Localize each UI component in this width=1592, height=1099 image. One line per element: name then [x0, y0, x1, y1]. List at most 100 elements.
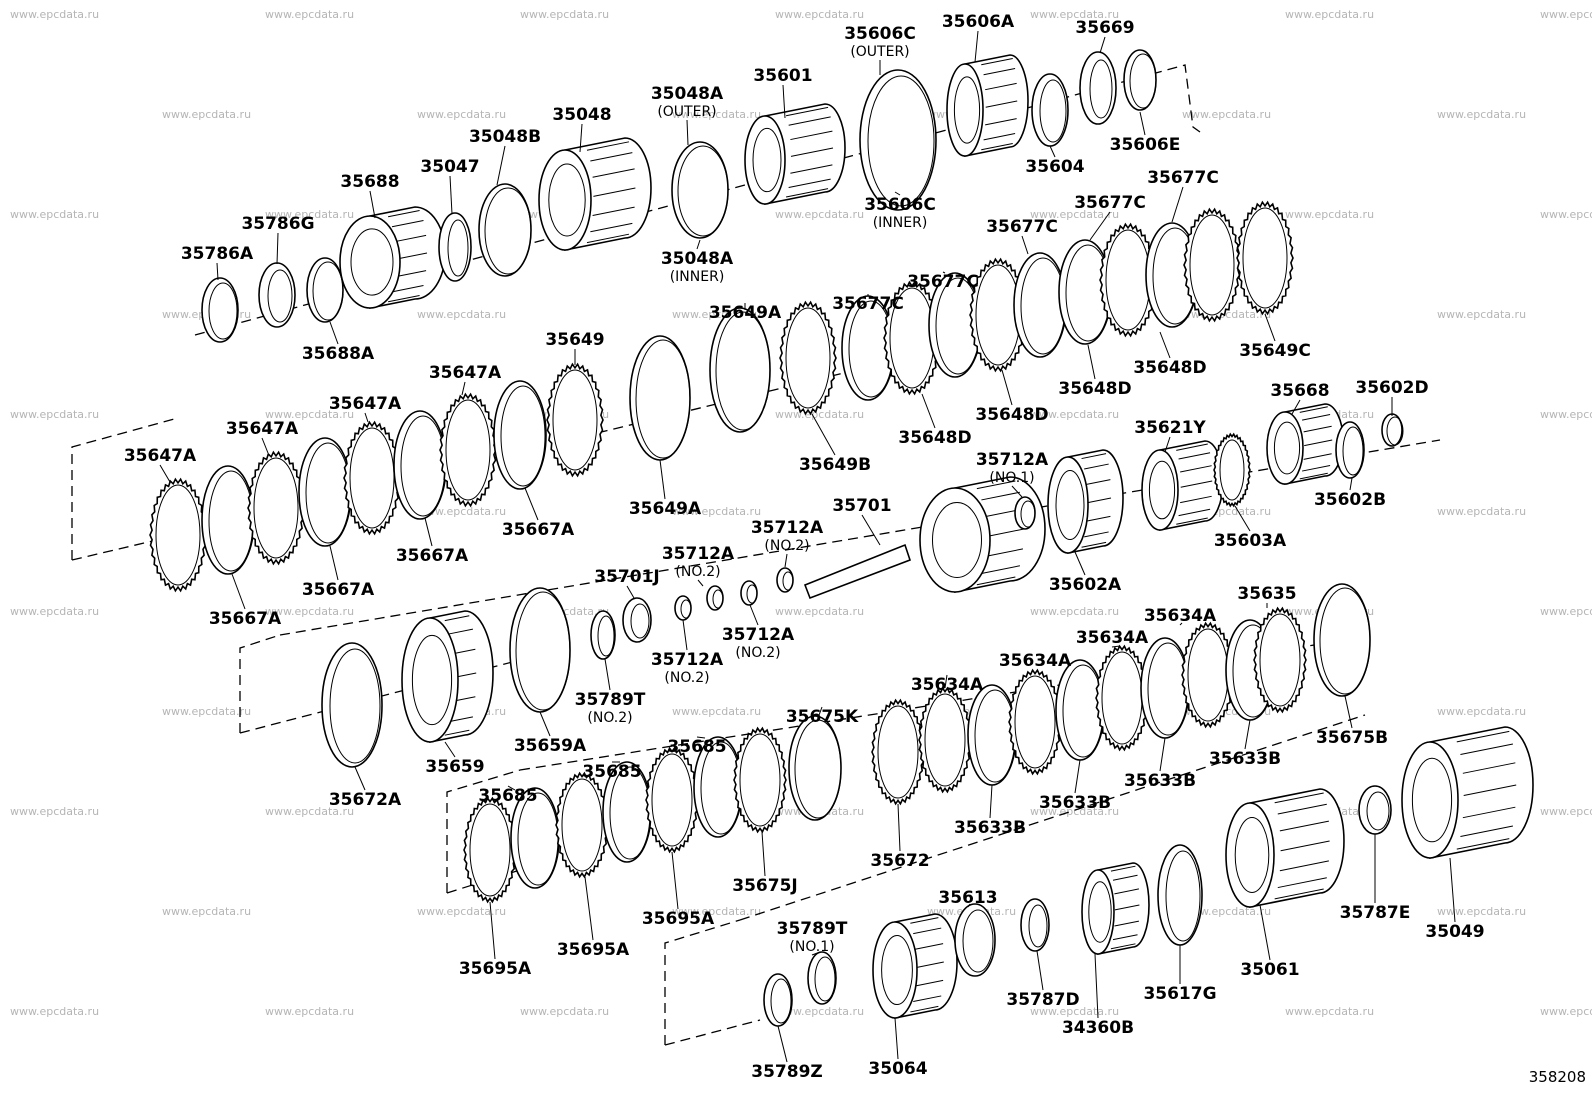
part-label-l9[interactable]: 35048A [661, 249, 734, 269]
part-label-l82[interactable]: 35061 [1240, 960, 1299, 980]
part-label-l76[interactable]: 35789Z [751, 1062, 822, 1082]
part-label-l60[interactable]: 35634A [1076, 628, 1149, 648]
part-label-l3[interactable]: 35688 [340, 172, 399, 192]
part-label-l32[interactable]: 35677C [1074, 193, 1146, 213]
part-label-l7[interactable]: 35048 [552, 105, 611, 125]
part-label-l41[interactable]: 35712A [751, 518, 824, 538]
part-label-l71[interactable]: 35695A [459, 959, 532, 979]
part-label-l66[interactable]: 35633B [1209, 749, 1281, 769]
part-label-l43[interactable]: 35712A [722, 625, 795, 645]
part-label-l74[interactable]: 35675J [732, 876, 797, 896]
part-label-l19[interactable]: 35647A [329, 394, 402, 414]
part-label-l13[interactable]: 35606A [942, 12, 1015, 32]
part-label-l20[interactable]: 35647A [429, 363, 502, 383]
part-label-note-l42: (NO.2) [664, 670, 709, 686]
part-label-l14[interactable]: 35604 [1025, 157, 1084, 177]
part-label-l26[interactable]: 35649A [629, 499, 702, 519]
part-label-l38[interactable]: 35649C [1239, 341, 1311, 361]
part-label-l59[interactable]: 35634A [999, 651, 1072, 671]
part-label-l5[interactable]: 35047 [420, 157, 479, 177]
part-label-l47[interactable]: 35621Y [1134, 418, 1206, 438]
part-label-l53[interactable]: 35659 [425, 757, 484, 777]
part-label-l56[interactable]: 35675K [786, 707, 859, 727]
plate-35672A [321, 642, 383, 768]
part-label-l10[interactable]: 35601 [753, 66, 812, 86]
part-label-l2[interactable]: 35786G [241, 214, 314, 234]
part-label-l52[interactable]: 35672A [329, 790, 402, 810]
part-label-l61[interactable]: 35634A [1144, 606, 1217, 626]
part-label-l80[interactable]: 34360B [1062, 1018, 1134, 1038]
leader-line [424, 517, 433, 547]
part-label-l55[interactable]: 35789T [575, 690, 646, 710]
part-label-l22[interactable]: 35667A [302, 580, 375, 600]
part-label-l15[interactable]: 35669 [1075, 18, 1134, 38]
part-label-l78[interactable]: 35613 [938, 888, 997, 908]
part-label-l21[interactable]: 35667A [209, 609, 282, 629]
part-label-l6[interactable]: 35048B [469, 127, 541, 147]
part-label-l28[interactable]: 35649B [799, 455, 871, 475]
part-label-note-l55: (NO.2) [587, 710, 632, 726]
boundary-row3 [239, 634, 281, 733]
boundary-diag-4 [664, 1019, 761, 1046]
part-label-l40[interactable]: 35712A [662, 544, 735, 564]
part-label-l75[interactable]: 35789T [777, 919, 848, 939]
part-label-l23[interactable]: 35667A [396, 546, 469, 566]
part-label-l54[interactable]: 35659A [514, 736, 587, 756]
part-label-l36[interactable]: 35648D [1058, 379, 1131, 399]
part-label-l51[interactable]: 35602D [1355, 378, 1428, 398]
part-label-l24[interactable]: 35667A [502, 520, 575, 540]
part-label-l58[interactable]: 35634A [911, 675, 984, 695]
part-label-l16[interactable]: 35606E [1110, 135, 1181, 155]
part-label-l79[interactable]: 35787D [1006, 990, 1079, 1010]
part-label-l25[interactable]: 35649 [545, 330, 604, 350]
watermark-text: www.epcdata.ru [1437, 505, 1526, 518]
part-label-l70[interactable]: 35685 [667, 737, 726, 757]
leader-line [1159, 331, 1171, 359]
part-label-l12[interactable]: 35606C [864, 195, 936, 215]
leader-line [1074, 759, 1081, 794]
part-label-l68[interactable]: 35685 [478, 786, 537, 806]
part-label-l34[interactable]: 35648D [898, 428, 971, 448]
part-label-l50[interactable]: 35602B [1314, 490, 1386, 510]
part-label-l18[interactable]: 35647A [226, 419, 299, 439]
part-label-l46[interactable]: 35602A [1049, 575, 1122, 595]
part-label-l72[interactable]: 35695A [557, 940, 630, 960]
part-label-l64[interactable]: 35633B [1039, 793, 1111, 813]
part-label-l8[interactable]: 35048A [651, 84, 724, 104]
part-label-l42[interactable]: 35712A [651, 650, 724, 670]
bushing-35789T-no1 [807, 951, 837, 1005]
part-label-l77[interactable]: 35064 [868, 1059, 927, 1079]
bearing-35787D [1020, 898, 1050, 952]
part-label-l69[interactable]: 35685 [582, 762, 641, 782]
part-label-l39[interactable]: 35701J [594, 567, 659, 587]
part-label-l62[interactable]: 35635 [1237, 584, 1296, 604]
part-label-l37[interactable]: 35648D [1133, 358, 1206, 378]
part-label-l67[interactable]: 35675B [1316, 728, 1388, 748]
part-label-l17[interactable]: 35647A [124, 446, 197, 466]
watermark-text: www.epcdata.ru [672, 905, 761, 918]
part-label-l4[interactable]: 35688A [302, 344, 375, 364]
part-label-l11[interactable]: 35606C [844, 24, 916, 44]
part-label-l30[interactable]: 35677C [907, 272, 979, 292]
spring-35669 [1079, 51, 1117, 125]
part-label-l31[interactable]: 35677C [986, 217, 1058, 237]
part-label-l44[interactable]: 35701 [832, 496, 891, 516]
part-label-l63[interactable]: 35633B [954, 818, 1026, 838]
part-label-l57[interactable]: 35672 [870, 851, 929, 871]
part-label-l65[interactable]: 35633B [1124, 771, 1196, 791]
part-label-l29[interactable]: 35677C [832, 294, 904, 314]
part-label-l35[interactable]: 35648D [975, 405, 1048, 425]
leader-line [1449, 857, 1456, 923]
part-label-l73[interactable]: 35695A [642, 909, 715, 929]
part-label-l45[interactable]: 35712A [976, 450, 1049, 470]
watermark-text: www.epcdata.ru [1285, 8, 1374, 21]
part-label-l83[interactable]: 35787E [1340, 903, 1411, 923]
part-label-l33[interactable]: 35677C [1147, 168, 1219, 188]
leader-line [1349, 477, 1353, 491]
part-label-l84[interactable]: 35049 [1425, 922, 1484, 942]
part-label-l48[interactable]: 35603A [1214, 531, 1287, 551]
part-label-l1[interactable]: 35786A [181, 244, 254, 264]
part-label-l27[interactable]: 35649A [709, 303, 782, 323]
part-label-l49[interactable]: 35668 [1270, 381, 1329, 401]
part-label-l81[interactable]: 35617G [1143, 984, 1216, 1004]
